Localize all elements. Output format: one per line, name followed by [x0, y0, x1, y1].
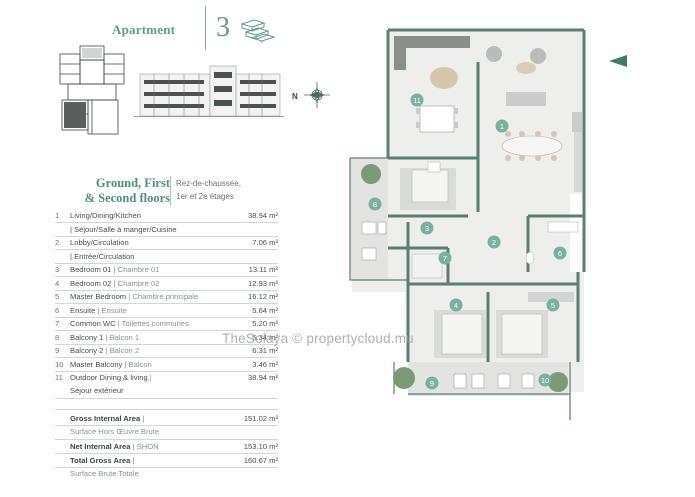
plan-badge-8-label: 8	[373, 200, 377, 209]
section-title-line1: Ground, First	[95, 176, 170, 190]
compass-icon: N	[292, 82, 330, 108]
plan-badge-9-label: 9	[430, 379, 434, 388]
row-divider	[55, 236, 278, 237]
totals-divider	[55, 409, 278, 410]
row-divider	[55, 317, 278, 318]
row-divider	[55, 453, 278, 454]
gross-internal-area-fr: Surface Hors Œuvre Brute	[70, 427, 160, 436]
watermark: TheSolaya © propertycloud.mu	[222, 331, 414, 346]
row-divider	[55, 290, 278, 291]
plan-badge-9	[425, 376, 439, 390]
compass-letter: N	[292, 92, 298, 101]
row-divider	[55, 357, 278, 358]
plan-badge-10	[538, 373, 552, 387]
plan-badge-1-label: 1	[500, 122, 504, 131]
plan-badge-7-label: 7	[443, 254, 447, 263]
section-subtitle-line1: Rez-de-chaussée,	[176, 179, 241, 188]
row-divider	[55, 303, 278, 304]
row-divider	[55, 439, 278, 440]
row-divider	[55, 276, 278, 277]
plan-badge-3	[420, 221, 434, 235]
building-icon	[240, 19, 276, 43]
row-divider	[55, 467, 278, 468]
area-row-2-fr: | Entrée/Circulation	[70, 252, 135, 261]
plan-badge-3-label: 3	[425, 224, 429, 233]
row-divider	[55, 398, 278, 399]
area-row-1-fr: | Séjour/Salle à manger/Cuisine	[70, 225, 177, 234]
plan-badge-8	[368, 197, 382, 211]
apartment-number: 3	[216, 12, 230, 43]
section-title-line2: & Second floors	[84, 191, 170, 205]
plan-badge-1	[495, 119, 509, 133]
section-subtitle-line2: 1er et 2e étages	[176, 192, 234, 201]
header-divider	[205, 6, 206, 50]
plan-badge-6	[553, 246, 567, 260]
key-plan-thumbnail	[59, 45, 125, 135]
plan-badge-11-label: 11	[413, 96, 421, 105]
plan-badge-7	[438, 251, 452, 265]
section-title: Ground, First & Second floors	[66, 176, 170, 206]
plan-badge-5-label: 5	[551, 301, 555, 310]
plan-badge-2	[487, 235, 501, 249]
row-divider	[55, 330, 278, 331]
plan-badge-10-label: 10	[541, 376, 549, 385]
entrance-arrow-icon	[609, 55, 627, 67]
plan-badge-4-label: 4	[454, 301, 458, 310]
section-divider	[170, 176, 171, 206]
floor-plan: 11 1 2 3 4 5 6 7 8 9 10	[349, 28, 586, 420]
section-subtitle: Rez-de-chaussée, 1er et 2e étages	[176, 177, 266, 203]
plan-badge-11	[410, 93, 424, 107]
plan-badge-5	[546, 298, 560, 312]
row-divider	[55, 249, 278, 250]
plan-badge-2-label: 2	[492, 238, 496, 247]
area-row-11-fr: Séjour extérieur	[70, 386, 124, 395]
row-divider	[55, 263, 278, 264]
apartment-label: Apartment	[112, 22, 176, 37]
total-gross-area-fr: Surface Brute Totale	[70, 469, 139, 478]
row-divider	[55, 222, 278, 223]
total-gross-area: Total Gross Area |160.67 m²	[70, 456, 278, 465]
plan-badge-6-label: 6	[558, 249, 562, 258]
building-elevation	[134, 65, 284, 117]
row-divider	[55, 344, 278, 345]
row-divider	[55, 371, 278, 372]
row-divider	[55, 425, 278, 426]
gross-internal-area: Gross Internal Area |151.02 m²	[70, 414, 278, 423]
plan-badge-4	[449, 298, 463, 312]
